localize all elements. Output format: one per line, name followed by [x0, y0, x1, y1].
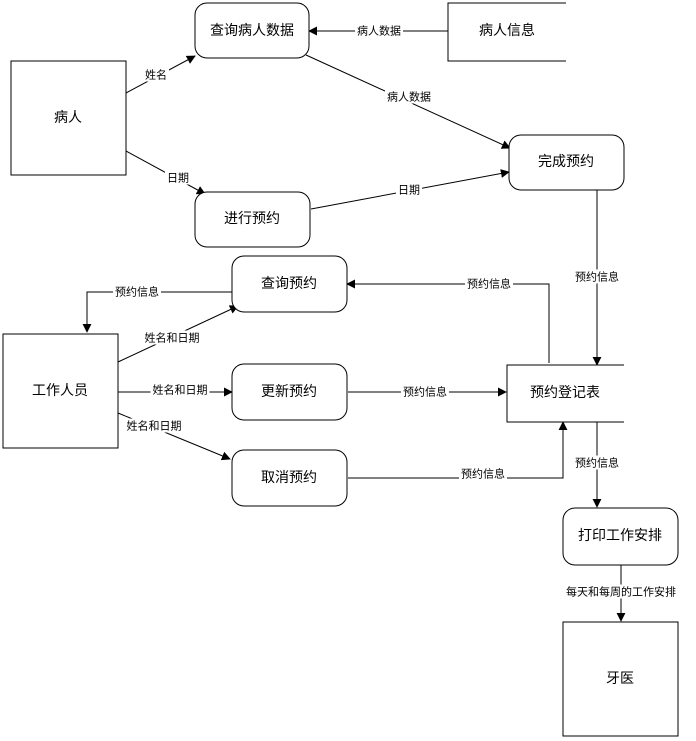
edge-label-background: [165, 171, 191, 185]
edge-label-patient-info-to-query-data: 病人数据: [357, 24, 401, 38]
node-patient-label: 病人: [54, 110, 82, 126]
node-cancel-appointment-label: 取消预约: [261, 470, 317, 486]
edge-register-to-query-appt: [346, 279, 550, 363]
edge-label-register-to-query-appt: 预约信息: [467, 277, 511, 291]
node-update-appointment-label: 更新预约: [261, 384, 317, 400]
edge-label-background: [385, 89, 433, 104]
node-staff-label: 工作人员: [32, 383, 88, 399]
node-dentist-label: 牙医: [606, 671, 634, 687]
edge-cancel-to-register: [348, 421, 568, 479]
edge-label-make-appt-to-complete: 日期: [398, 184, 420, 197]
edge-label-update-to-register: 预约信息: [403, 385, 447, 399]
edge-label-staff-to-update: 姓名和日期: [153, 383, 208, 397]
edge-label-background: [459, 466, 507, 481]
edge-label-query-appt-to-staff: 预约信息: [115, 285, 159, 299]
edge-label-background: [465, 276, 513, 291]
edge-label-staff-to-query-appt: 姓名和日期: [145, 331, 200, 345]
node-print-schedule-box: [562, 507, 679, 566]
node-patient-info-label: 病人信息: [479, 22, 535, 39]
edge-label-query-data-to-complete: 病人数据: [387, 90, 431, 104]
edge-label-background: [124, 418, 184, 433]
edge-label-patient-to-query-data: 姓名: [145, 68, 167, 82]
edge-label-background: [150, 382, 210, 397]
edge-label-print-to-dentist: 每天和每周的工作安排: [566, 585, 676, 599]
edge-label-complete-to-register: 预约信息: [575, 270, 619, 284]
edge-label-register-to-print: 预约信息: [575, 456, 619, 470]
node-complete-appointment-label: 完成预约: [538, 154, 594, 170]
node-staff-box: [2, 333, 119, 449]
node-print-schedule-label: 打印工作安排: [578, 527, 662, 544]
node-dentist-box: [562, 621, 679, 737]
node-query-patient-data-label: 查询病人数据: [210, 23, 294, 39]
edge-label-background: [573, 269, 621, 284]
edge-label-background: [564, 584, 678, 599]
edge-label-background: [143, 67, 169, 82]
edge-label-cancel-to-register: 预约信息: [461, 467, 505, 481]
node-query-appointment-label: 查询预约: [261, 276, 317, 292]
edge-label-staff-to-cancel: 姓名和日期: [127, 419, 182, 433]
edge-label-patient-to-make-appt: 日期: [167, 172, 189, 185]
node-make-appointment-box: [194, 191, 311, 248]
node-query-patient-data-box: [194, 2, 310, 59]
node-patient-info-box: [447, 2, 566, 62]
edge-label-background: [113, 284, 161, 299]
node-patient-box: [10, 60, 127, 176]
edge-label-background: [355, 23, 403, 38]
node-query-appointment-box: [231, 255, 348, 313]
edge-label-background: [396, 183, 422, 197]
node-make-appointment-label: 进行预约: [224, 211, 280, 227]
edge-label-background: [142, 330, 202, 345]
edge-label-background: [573, 455, 621, 470]
edge-query-appt-to-staff: [82, 291, 232, 333]
edge-label-background: [401, 384, 449, 399]
node-appointment-register-box: [506, 364, 624, 423]
node-cancel-appointment-box: [231, 449, 348, 507]
node-update-appointment-box: [231, 363, 348, 421]
node-complete-appointment-box: [508, 134, 625, 191]
node-appointment-register-label: 预约登记表: [530, 385, 600, 401]
